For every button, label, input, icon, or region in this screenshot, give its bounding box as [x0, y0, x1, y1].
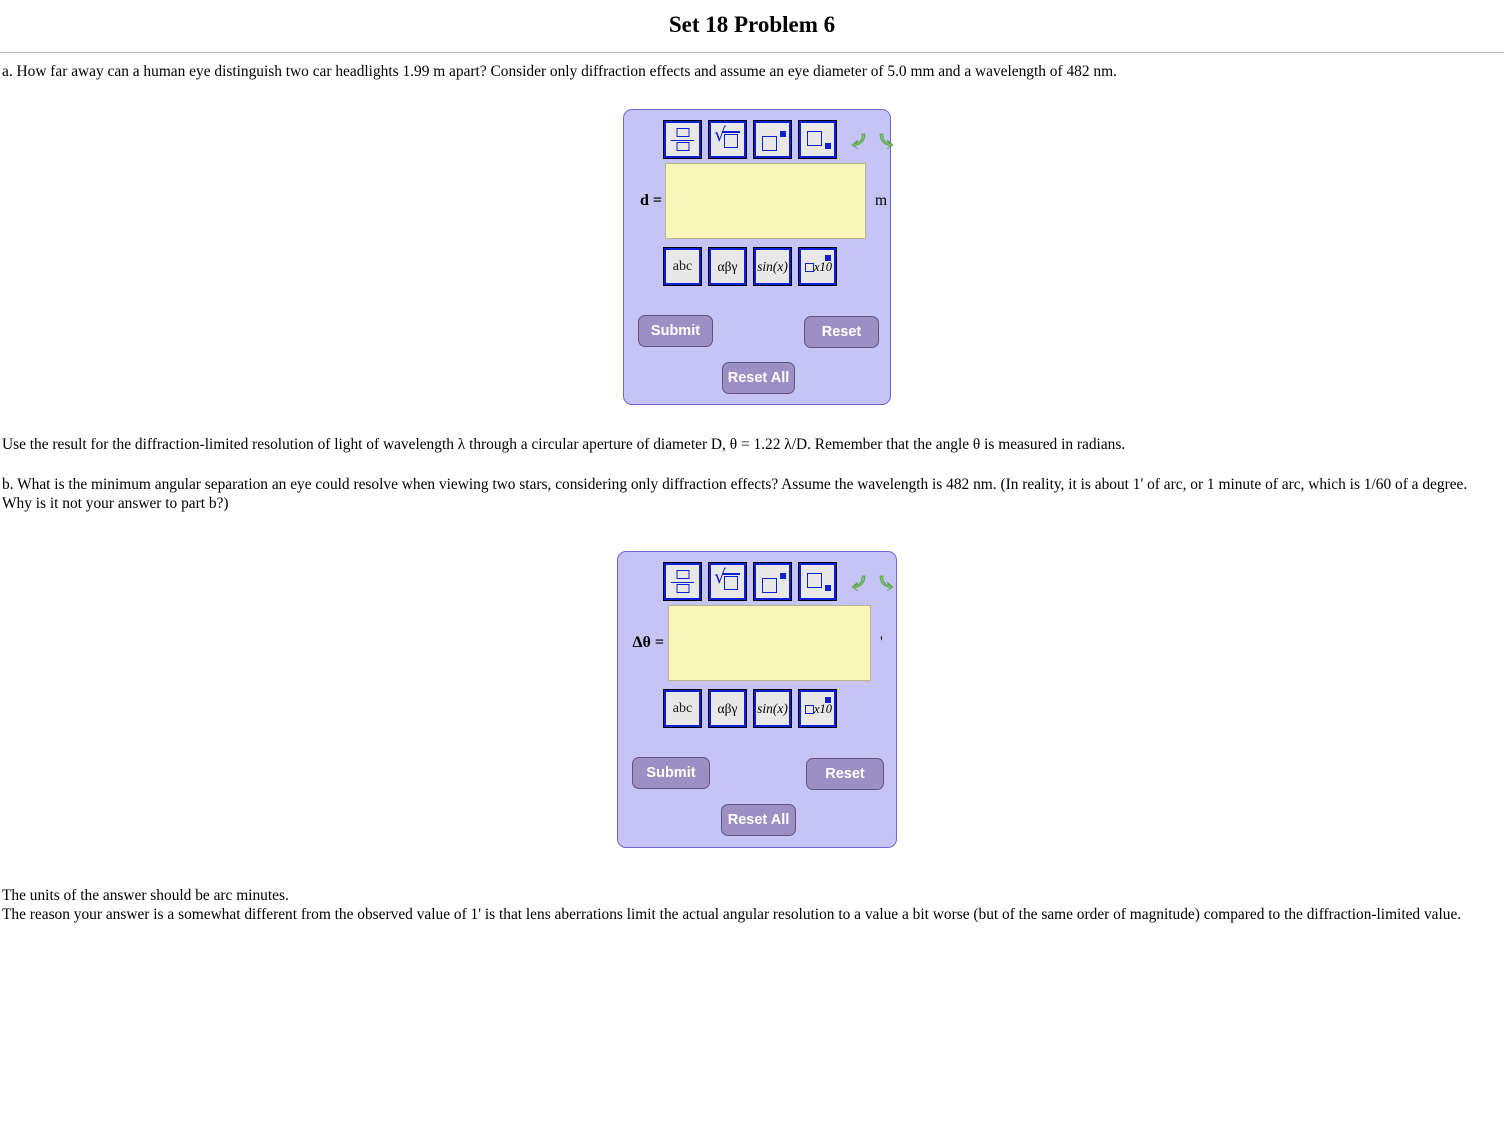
radical-bar-icon: [722, 573, 740, 575]
fraction-numerator-box-icon: [676, 128, 689, 137]
function-label: sin(x): [757, 700, 788, 716]
radicand-box-icon: [724, 576, 738, 590]
answer-variable-label: Δθ =: [632, 634, 665, 651]
history-controls-b: [851, 572, 894, 592]
function-button[interactable]: sin(x): [753, 247, 792, 286]
submit-button[interactable]: Submit: [638, 315, 713, 347]
x10-label: x10: [814, 702, 833, 716]
answer-unit-label: m: [875, 192, 888, 209]
mantissa-box-icon: [805, 705, 814, 714]
answer-input[interactable]: [668, 605, 871, 681]
history-controls-a: [851, 130, 894, 150]
radical-bar-icon: [722, 131, 740, 133]
reset-all-button[interactable]: Reset All: [722, 362, 795, 394]
reset-button[interactable]: Reset: [806, 758, 884, 790]
answer-row-b: Δθ = ': [618, 605, 896, 681]
answer-row-a: d = m: [624, 163, 890, 239]
subscript-button[interactable]: [798, 562, 837, 601]
units-note-text: The units of the answer should be arc mi…: [2, 887, 289, 904]
spacer: [0, 848, 1504, 886]
problem-part-a-text: a. How far away can a human eye distingu…: [2, 63, 1117, 80]
spacer: [0, 405, 1504, 435]
answer-widget-b-wrapper: √ Δθ = ': [0, 551, 1504, 848]
math-toolbar-top-a: √: [663, 120, 894, 159]
fraction-button[interactable]: [663, 120, 702, 159]
radicand-box-icon: [724, 134, 738, 148]
subscript-button[interactable]: [798, 120, 837, 159]
greek-label: αβγ: [717, 700, 738, 716]
radical-sign-icon: √: [714, 124, 727, 146]
answer-input[interactable]: [665, 163, 866, 239]
scientific-notation-button[interactable]: x10: [798, 689, 837, 728]
abc-label: abc: [672, 258, 693, 274]
spacer: [0, 454, 1504, 475]
answer-variable-label: d =: [639, 192, 662, 209]
base-box-icon: [807, 131, 822, 146]
spacer: [0, 81, 1504, 109]
redo-icon[interactable]: [877, 131, 894, 150]
math-toolbar-bottom-a: abc αβγ sin(x) x10: [663, 247, 837, 286]
page-title: Set 18 Problem 6: [668, 12, 836, 37]
base-box-icon: [762, 578, 777, 593]
greek-label: αβγ: [717, 258, 738, 274]
spacer: [0, 513, 1504, 551]
redo-icon[interactable]: [877, 573, 894, 592]
answer-widget-a: √ d = m: [623, 109, 894, 405]
radical-sign-icon: √: [714, 566, 727, 588]
greek-button[interactable]: αβγ: [708, 689, 747, 728]
submit-button[interactable]: Submit: [632, 757, 710, 789]
sqrt-button[interactable]: √: [708, 562, 747, 601]
function-label: sin(x): [757, 258, 788, 274]
subscript-marker-icon: [825, 585, 831, 591]
scientific-notation-button[interactable]: x10: [798, 247, 837, 286]
subscript-marker-icon: [825, 143, 831, 149]
fraction-bar-icon: [671, 139, 694, 142]
x10-label: x10: [814, 260, 833, 274]
header-divider: [0, 52, 1504, 53]
reset-all-button[interactable]: Reset All: [721, 804, 796, 836]
reset-button[interactable]: Reset: [804, 316, 879, 348]
answer-widget-b: √ Δθ = ': [617, 551, 897, 848]
exponent-marker-icon: [825, 255, 831, 261]
base-box-icon: [807, 573, 822, 588]
undo-icon[interactable]: [851, 573, 868, 592]
fraction-bar-icon: [671, 581, 694, 584]
function-button[interactable]: sin(x): [753, 689, 792, 728]
abc-label: abc: [672, 700, 693, 716]
fraction-button[interactable]: [663, 562, 702, 601]
exponent-marker-icon: [825, 697, 831, 703]
fraction-denominator-box-icon: [676, 584, 689, 593]
mantissa-box-icon: [805, 263, 814, 272]
reason-note-text: The reason your answer is a somewhat dif…: [2, 906, 1462, 923]
superscript-button[interactable]: [753, 562, 792, 601]
math-toolbar-top-b: √: [663, 562, 894, 601]
problem-part-b-text: b. What is the minimum angular separatio…: [2, 476, 1468, 512]
superscript-button[interactable]: [753, 120, 792, 159]
greek-button[interactable]: αβγ: [708, 247, 747, 286]
fraction-denominator-box-icon: [676, 142, 689, 151]
abc-button[interactable]: abc: [663, 689, 702, 728]
abc-button[interactable]: abc: [663, 247, 702, 286]
sqrt-button[interactable]: √: [708, 120, 747, 159]
undo-icon[interactable]: [851, 131, 868, 150]
answer-widget-a-wrapper: √ d = m: [0, 109, 1504, 405]
fraction-numerator-box-icon: [676, 570, 689, 579]
math-toolbar-bottom-b: abc αβγ sin(x) x10: [663, 689, 837, 728]
base-box-icon: [762, 136, 777, 151]
hint-text: Use the result for the diffraction-limit…: [2, 436, 1126, 453]
superscript-marker-icon: [780, 573, 786, 579]
answer-unit-label: ': [880, 634, 883, 651]
superscript-marker-icon: [780, 131, 786, 137]
